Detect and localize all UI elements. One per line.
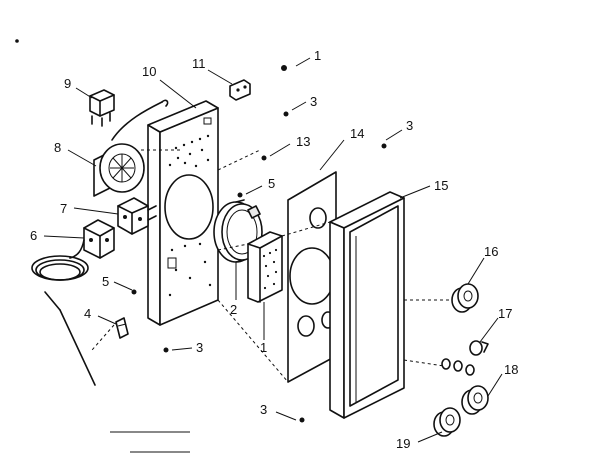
knob-part-18 [461,385,489,415]
callout-4: 4 [84,306,91,321]
stray-mark [15,39,19,43]
callout-1-top: 1 [314,48,321,63]
callout-16: 16 [484,244,498,259]
callout-10: 10 [142,64,156,79]
callout-2: 2 [230,302,237,317]
timer-part-8 [93,99,169,197]
capillary-coil [31,239,96,386]
callout-3-right: 3 [406,118,413,133]
callout-15: 15 [434,178,448,193]
callout-11: 11 [192,56,206,71]
callout-13: 13 [296,134,310,149]
knob-part-16 [451,283,479,313]
switch-part-9 [89,89,115,127]
switch-part-7 [117,197,157,235]
callout-8: 8 [54,140,61,155]
callout-3-bottom: 3 [196,340,203,355]
callout-7: 7 [60,201,67,216]
plate-part-14 [287,171,337,383]
knob-part-17 [469,340,489,356]
callout-19: 19 [396,436,410,451]
callout-5-top: 5 [268,176,275,191]
leader-lines [43,57,503,443]
callout-labels: 9 10 11 1 3 8 13 14 3 5 15 7 6 16 5 2 4 … [30,48,518,451]
callout-5-left: 5 [102,274,109,289]
thermostat-part-6 [83,219,115,259]
callout-3-top: 3 [310,94,317,109]
callout-6: 6 [30,228,37,243]
callout-9: 9 [64,76,71,91]
callout-18: 18 [504,362,518,377]
callout-3-frame: 3 [260,402,267,417]
callout-14: 14 [350,126,364,141]
small-knobs [441,358,475,376]
frame-part-15 [329,191,405,419]
knob-part-19 [433,407,461,437]
callout-17: 17 [498,306,512,321]
main-panel-part-10 [147,100,219,326]
board-part-1 [247,231,283,303]
screws [131,65,387,423]
clip-part-4 [115,317,129,339]
bracket-part-11 [229,79,251,101]
callout-1-bottom: 1 [260,340,267,355]
